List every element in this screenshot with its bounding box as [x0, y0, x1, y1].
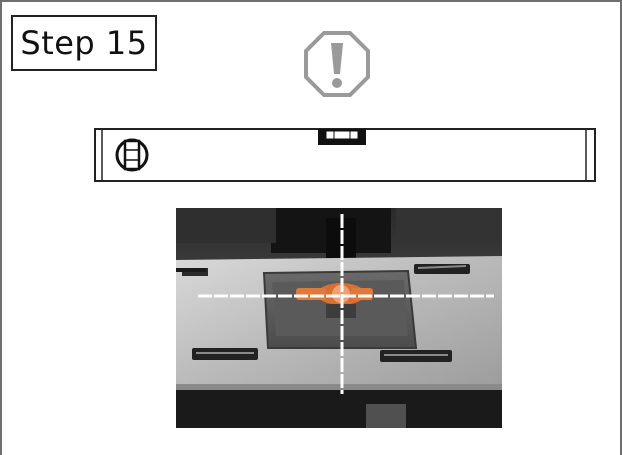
warning-octagon-icon	[303, 30, 371, 98]
spirit-level-icon	[94, 125, 596, 185]
alignment-photo	[176, 208, 502, 428]
step-label: Step 15	[11, 15, 157, 71]
alignment-photo-illustration	[176, 208, 502, 428]
